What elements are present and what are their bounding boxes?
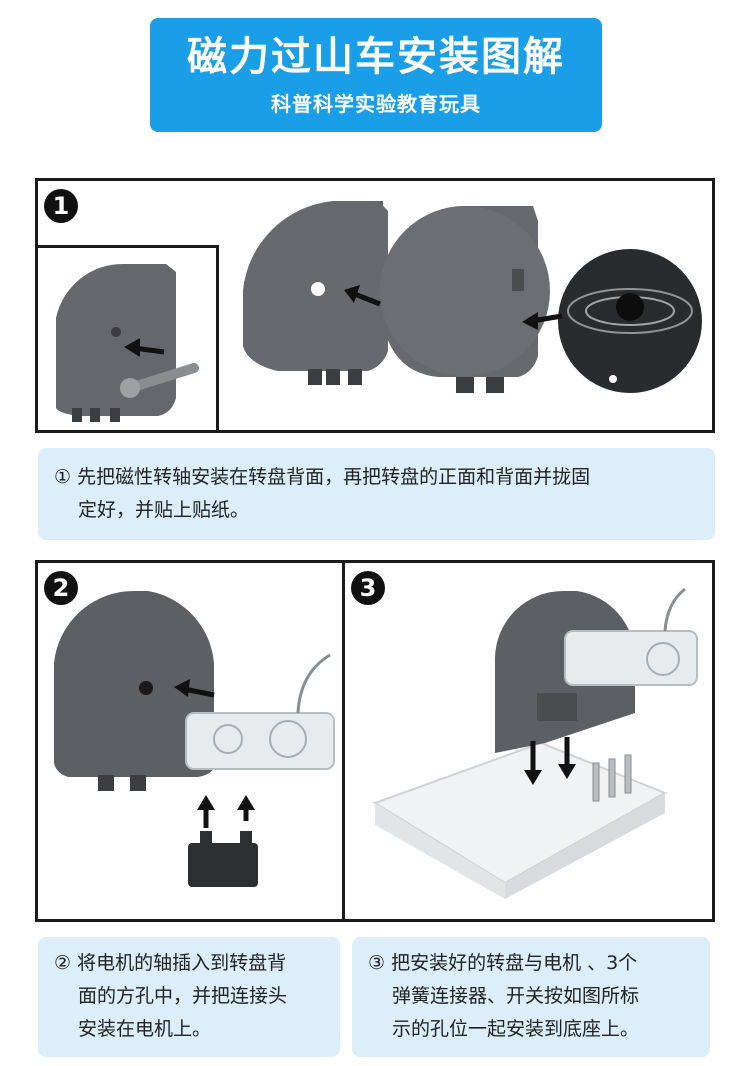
arrows [344,285,563,330]
arrows [174,679,255,828]
motor-gearbox [185,653,335,770]
step-3-illustration [372,587,698,899]
page-subtitle: 科普科学实验教育玩具 [271,92,481,116]
connector-head [188,831,258,887]
step-2-panel: 2 [35,560,345,922]
step-2-caption: ② 将电机的轴插入到转盘背 面的方孔中，并把连接头 安装在电机上。 [38,937,340,1057]
step-1-caption-line-2: 定好，并贴上贴纸。 [78,499,250,521]
title-banner: 磁力过山车安装图解 科普科学实验教育玩具 [150,18,602,132]
switch [537,693,577,721]
step-1-caption: ① 先把磁性转轴安装在转盘背面，再把转盘的正面和背面并拢固 定好，并贴上贴纸。 [38,448,715,540]
turntable-front-disc [380,206,550,393]
page-title: 磁力过山车安装图解 [187,34,565,80]
step-3-caption-line-2: 弹簧连接器、开关按如图所标 [392,985,640,1007]
magnetic-shaft-illustration [56,263,199,422]
step-1-illustration [243,200,702,393]
step-3-caption-line-1: ③ 把安装好的转盘与电机 、3个 [368,952,638,974]
step-3-caption-line-3: 示的孔位一起安装到底座上。 [392,1018,640,1040]
step-1-caption-line-1: ① 先把磁性转轴安装在转盘背面，再把转盘的正面和背面并拢固 [54,466,591,488]
step-3-panel: 3 [345,560,715,922]
spring-connectors [592,754,632,802]
step-2-caption-line-2: 面的方孔中，并把连接头 [78,985,288,1007]
step-2-number: 2 [44,571,78,605]
step-2-caption-line-1: ② 将电机的轴插入到转盘背 [54,952,287,974]
turntable-back-disc [243,200,388,385]
arrows [524,737,576,785]
step-1-number: 1 [44,189,78,223]
motor-gearbox [564,587,698,686]
base-plate [372,741,668,899]
step-3-number: 3 [351,571,385,605]
step-1-detail-panel [35,245,219,433]
step-2-illustration [54,590,335,887]
step-2-caption-line-3: 安装在电机上。 [78,1018,212,1040]
turntable-disc [54,590,214,791]
galaxy-sticker [558,249,702,393]
step-3-caption: ③ 把安装好的转盘与电机 、3个 弹簧连接器、开关按如图所标 示的孔位一起安装到… [352,937,710,1057]
